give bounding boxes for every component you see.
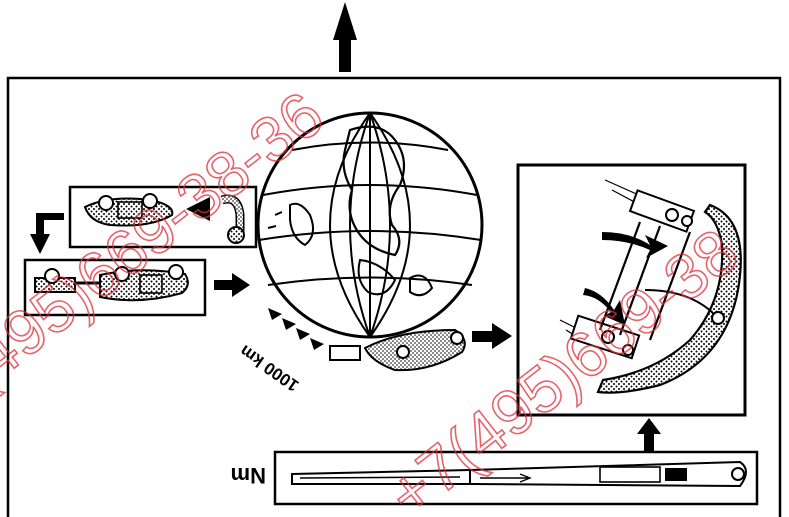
up-arrow-icon <box>333 2 357 72</box>
right-arrow-icon <box>214 273 250 297</box>
outer-frame <box>6 76 782 517</box>
distance-label: 1000 km <box>236 341 302 395</box>
globe-wheel-bolts <box>329 328 466 372</box>
step1-panel <box>68 185 258 249</box>
globe-illustration <box>256 111 484 339</box>
torque-wrench-panel <box>273 450 759 506</box>
travel-arrow-icons <box>268 308 324 350</box>
detail-panel <box>516 163 747 417</box>
watermark-text: (495)669-38-36 <box>0 78 336 406</box>
left-arrow-icon <box>186 197 210 221</box>
step2-panel <box>23 258 207 317</box>
right-arrow-icon-2 <box>472 323 512 349</box>
down-arrow-icon <box>30 213 64 254</box>
unit-label: Nm <box>231 463 266 488</box>
up-arrow-icon-2 <box>637 418 661 452</box>
